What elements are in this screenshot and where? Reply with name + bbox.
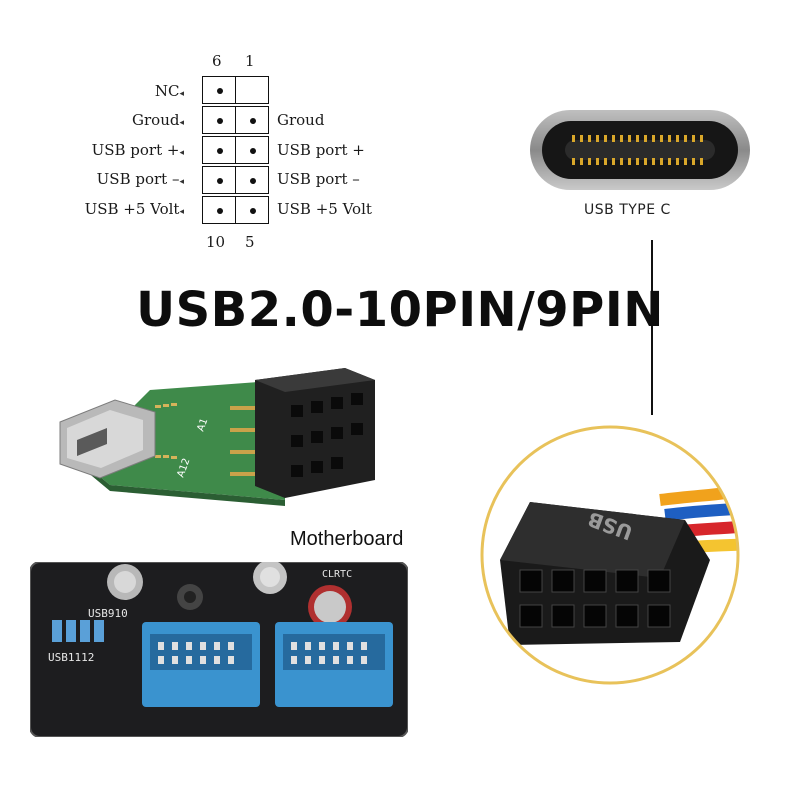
- pin-label-right: USB +5 Volt: [277, 200, 372, 218]
- pin-cell: [235, 136, 269, 164]
- pin-label-left: USB port –◂: [96, 170, 184, 188]
- pin-label-left: NC◂: [154, 82, 184, 100]
- pin-cell: [235, 106, 269, 134]
- connector-line: [651, 240, 653, 415]
- motherboard-caption: Motherboard: [290, 528, 404, 550]
- pin-label-right: USB port +: [277, 141, 365, 159]
- pin-cell: [202, 76, 236, 104]
- pin-cell: [235, 166, 269, 194]
- usb-type-c-port-icon: [530, 110, 750, 190]
- pin-label-left: Groud◂: [132, 111, 184, 129]
- pin-cell: [202, 106, 236, 134]
- headline: USB2.0-10PIN/9PIN: [136, 282, 664, 338]
- silkscreen-usb910: USB910: [88, 607, 128, 620]
- adapter-board-image: A1 A12: [59, 368, 375, 506]
- motherboard-image: USB910 USB1112 CLRTC: [30, 562, 408, 737]
- pin-cell: [235, 196, 269, 224]
- silkscreen-clrtc: CLRTC: [322, 569, 352, 580]
- pin-label-left: USB +5 Volt◂: [84, 200, 184, 218]
- pcb-label-a1: A1: [195, 417, 210, 433]
- pin-cell: [202, 166, 236, 194]
- pin-label-left: USB port +◂: [91, 141, 184, 159]
- pin-cell: [202, 196, 236, 224]
- usb-type-c-label: USB TYPE C: [584, 202, 671, 218]
- pin-number-5: 5: [245, 233, 255, 251]
- silkscreen-usb1112: USB1112: [48, 651, 94, 664]
- pin-number-6: 6: [212, 52, 222, 70]
- pin-cell-empty: [235, 76, 269, 104]
- pin-number-10: 10: [206, 233, 226, 251]
- pin-label-right: USB port –: [277, 170, 360, 188]
- pin-grid: [202, 76, 274, 226]
- usb-header-connector-inset: USB: [480, 425, 740, 685]
- pin-number-1: 1: [245, 52, 255, 70]
- pin-cell: [202, 136, 236, 164]
- pin-label-right: Groud: [277, 111, 325, 129]
